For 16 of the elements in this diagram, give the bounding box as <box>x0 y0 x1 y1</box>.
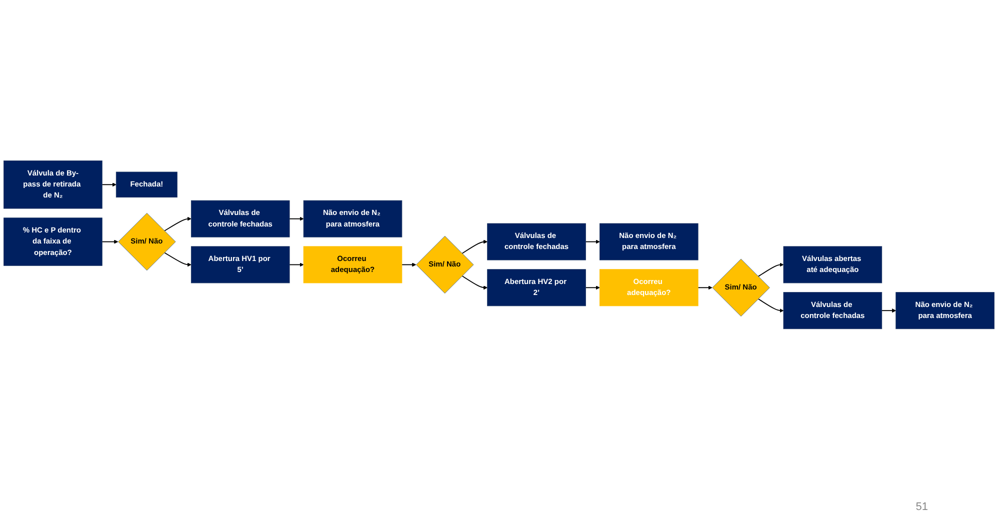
arrow <box>585 240 600 244</box>
arrow <box>698 286 712 290</box>
arrow <box>164 216 192 232</box>
arrow <box>881 308 896 313</box>
arrow <box>102 240 118 244</box>
arrow <box>758 298 784 313</box>
arrow <box>758 262 784 278</box>
arrow <box>462 276 488 290</box>
arrow <box>289 216 304 222</box>
arrow <box>401 262 416 267</box>
page-number: 51 <box>916 501 928 513</box>
arrow <box>164 252 192 267</box>
arrow <box>585 286 600 290</box>
arrow <box>462 240 488 254</box>
arrow <box>289 262 304 267</box>
arrow <box>102 182 116 187</box>
